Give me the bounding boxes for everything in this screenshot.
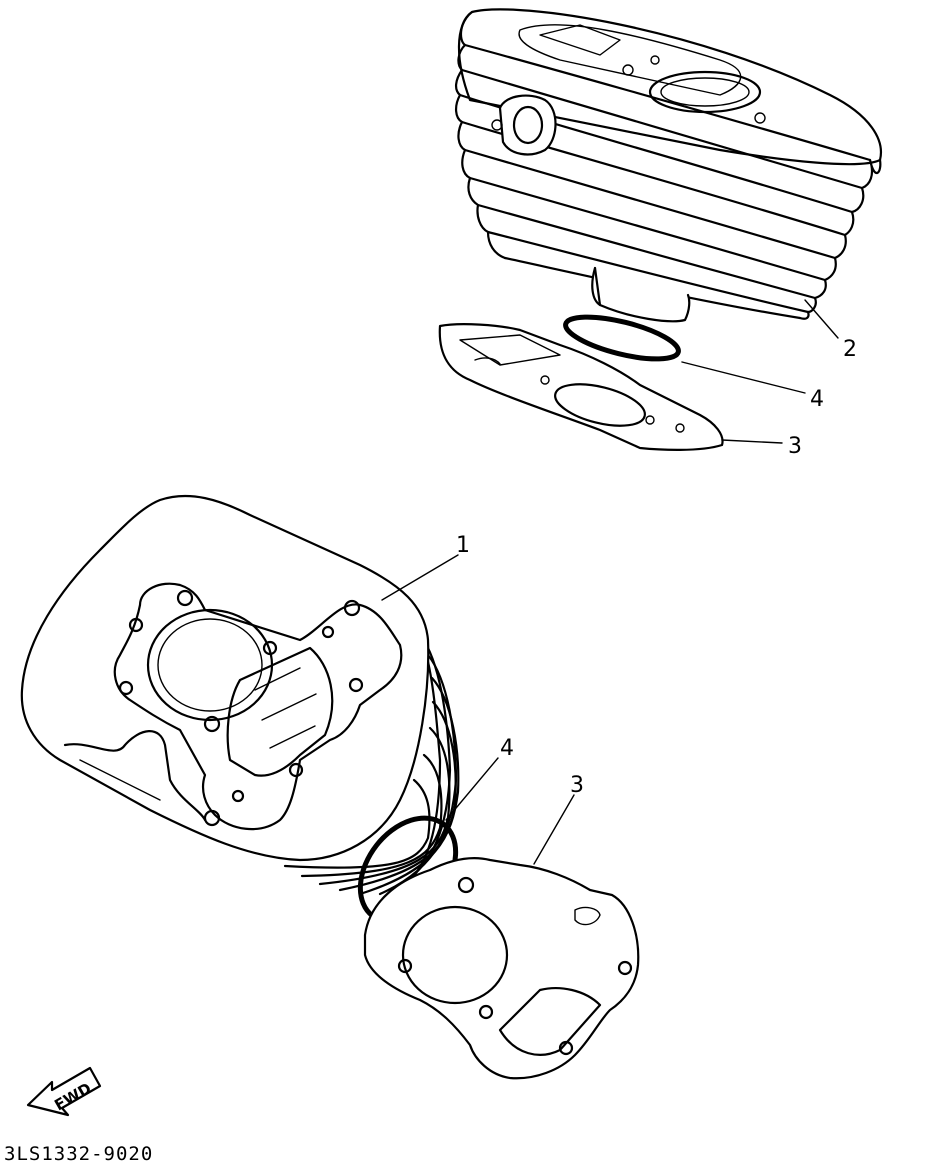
base-gasket-bottom (363, 856, 640, 1080)
callout-part-3-bottom: 3 (570, 773, 584, 798)
rear-cylinder (455, 8, 882, 323)
callout-part-1: 1 (456, 533, 470, 558)
callout-part-4-top: 4 (810, 387, 824, 412)
callout-part-3-top: 3 (788, 434, 802, 459)
callout-part-4-bottom: 4 (500, 736, 514, 761)
front-cylinder (20, 494, 460, 896)
o-ring-top (563, 314, 681, 362)
callout-part-2: 2 (843, 337, 857, 362)
base-gasket-top (438, 323, 724, 451)
leader-lines (381, 299, 839, 865)
fwd-arrow-icon: FWD (26, 1066, 102, 1117)
drawing-code: 3LS1332-9020 (4, 1143, 153, 1163)
